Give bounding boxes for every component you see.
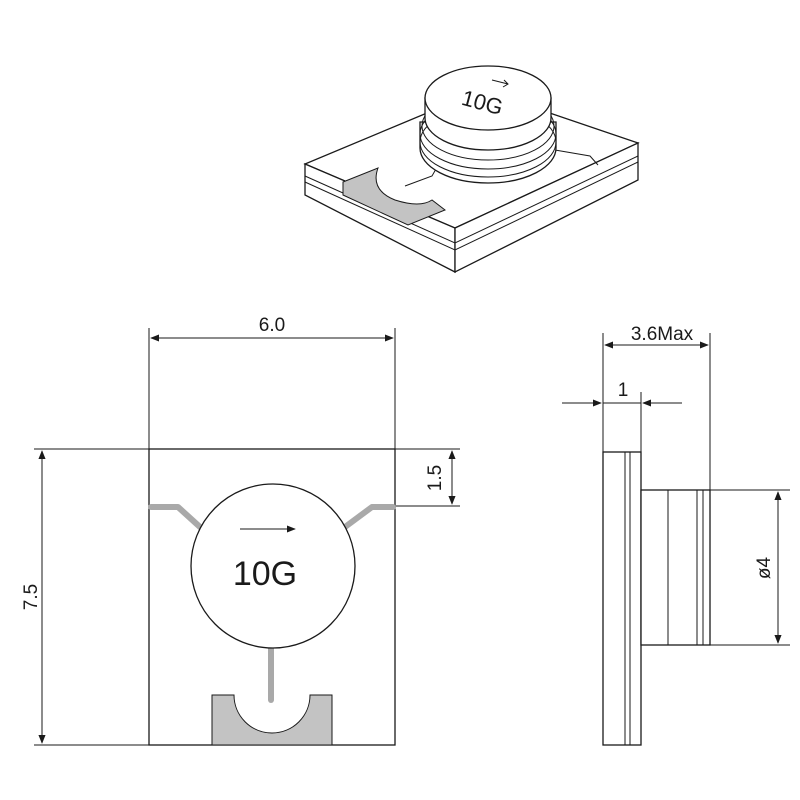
isometric-view: 10G bbox=[303, 65, 640, 274]
side-view: 3.6Max 1 ø4 bbox=[562, 324, 790, 746]
side-cylinder bbox=[640, 489, 711, 646]
iso-ground-pad bbox=[342, 167, 446, 226]
dim-base-label: 1 bbox=[618, 380, 629, 401]
dim-total-label: 3.6Max bbox=[631, 324, 694, 345]
component-circle bbox=[190, 483, 356, 649]
ground-pad bbox=[211, 694, 333, 746]
dim-height-label: 7.5 bbox=[21, 584, 42, 610]
trace-left bbox=[148, 504, 203, 530]
dim-diameter-label: ø4 bbox=[754, 556, 775, 579]
component-marking: 10G bbox=[233, 555, 297, 593]
side-substrate bbox=[602, 451, 642, 746]
dim-width-label: 6.0 bbox=[259, 315, 285, 336]
iso-direction-arrow bbox=[491, 79, 509, 88]
top-view: 6.0 7.5 1.5 10G bbox=[21, 315, 460, 746]
dim-offset-label: 1.5 bbox=[425, 465, 446, 491]
trace-right bbox=[342, 504, 396, 530]
iso-cylinder-top bbox=[424, 65, 552, 131]
iso-trace-right bbox=[554, 149, 599, 166]
